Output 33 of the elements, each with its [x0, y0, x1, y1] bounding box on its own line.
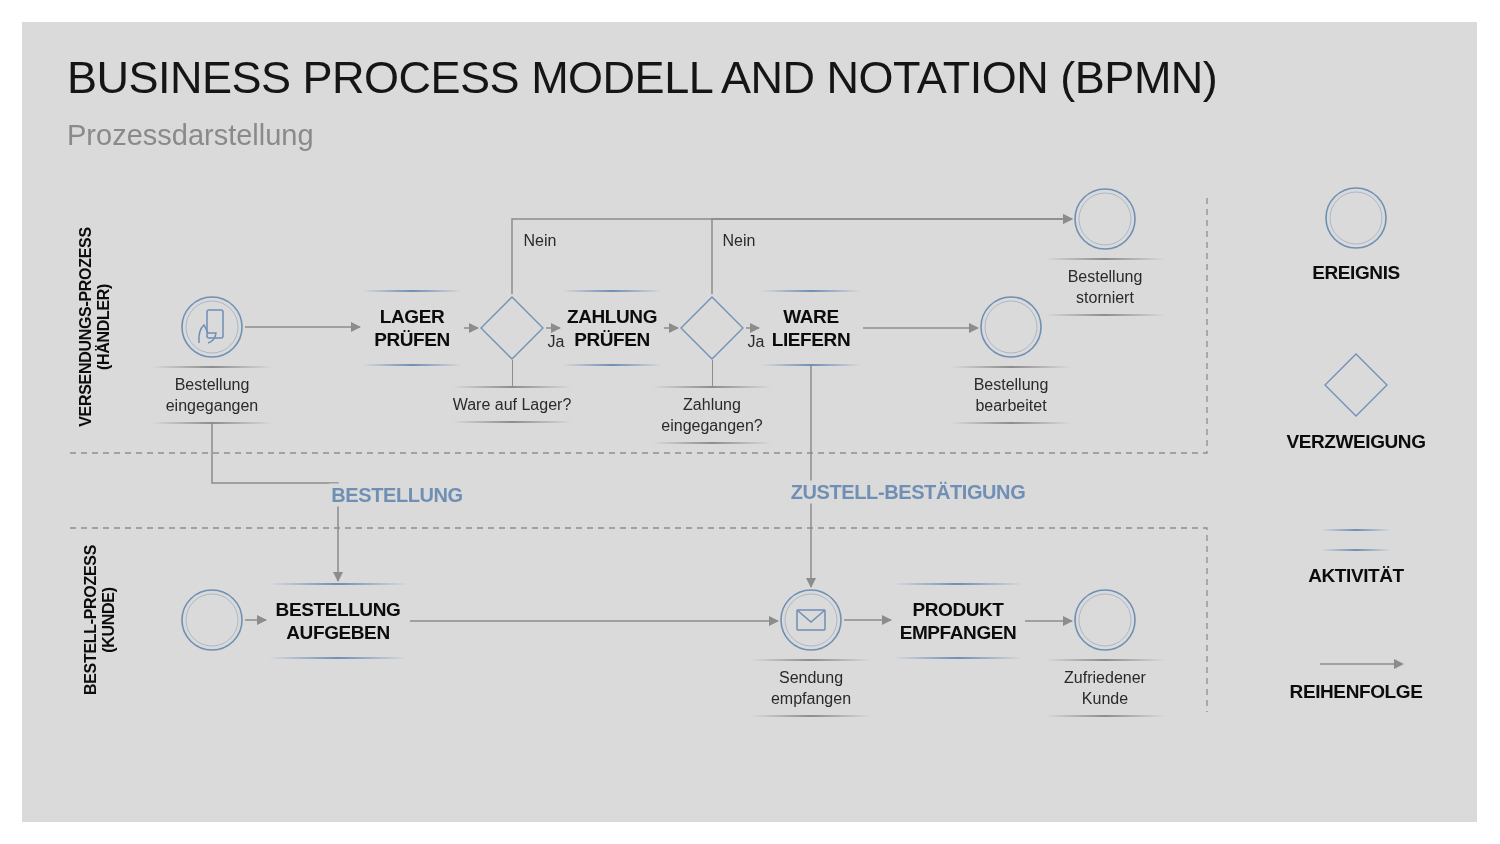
legend-label: AKTIVITÄT: [1308, 565, 1404, 587]
activity-box: LAGER PRÜFEN: [362, 290, 462, 366]
lane-label: BESTELL-PROZESS (KUNDE): [82, 543, 118, 698]
legend-label: REIHENFOLGE: [1289, 681, 1423, 703]
legend-label: VERZWEIGUNG: [1286, 431, 1426, 453]
sequence-arrow: [211, 423, 343, 582]
event-caption: Bestellung eingegangen: [152, 366, 272, 424]
sequence-arrow: [545, 323, 561, 333]
activity-box: BESTELLUNG AUFGEBEN: [268, 583, 408, 659]
event-caption: Zufriedener Kunde: [1045, 659, 1165, 717]
sequence-arrow: [843, 615, 892, 625]
event-caption: Sendung empfangen: [751, 659, 871, 717]
sequence-arrow: [711, 214, 1073, 295]
message-label: ZUSTELL-BESTÄTIGUNG: [788, 480, 1028, 504]
event-caption: Bestellung storniert: [1045, 258, 1165, 316]
sequence-arrow: [409, 616, 779, 626]
sequence-arrow: [244, 615, 267, 625]
title: BUSINESS PROCESS MODELL AND NOTATION (BPMN): [67, 52, 1218, 104]
subtitle: Prozessdarstellung: [67, 119, 314, 152]
gateway-question: Zahlung eingegangen?: [652, 386, 772, 444]
sequence-arrow: [806, 365, 816, 588]
sequence-arrow: [1024, 616, 1073, 626]
gateway-question: Ware auf Lager?: [452, 386, 572, 423]
sequence-arrow: [745, 323, 760, 333]
lane-label: VERSENDUNGS-PROZESS (HÄNDLER): [77, 226, 113, 429]
legend-label: EREIGNIS: [1312, 262, 1400, 284]
sequence-arrow: [862, 323, 979, 333]
sequence-arrow: [663, 323, 679, 333]
event-caption: Bestellung bearbeitet: [951, 366, 1071, 424]
sequence-arrow: [244, 322, 361, 332]
message-label: BESTELLUNG: [329, 483, 465, 507]
sequence-arrow: [463, 323, 479, 333]
activity-box: PRODUKT EMPFANGEN: [893, 583, 1023, 659]
